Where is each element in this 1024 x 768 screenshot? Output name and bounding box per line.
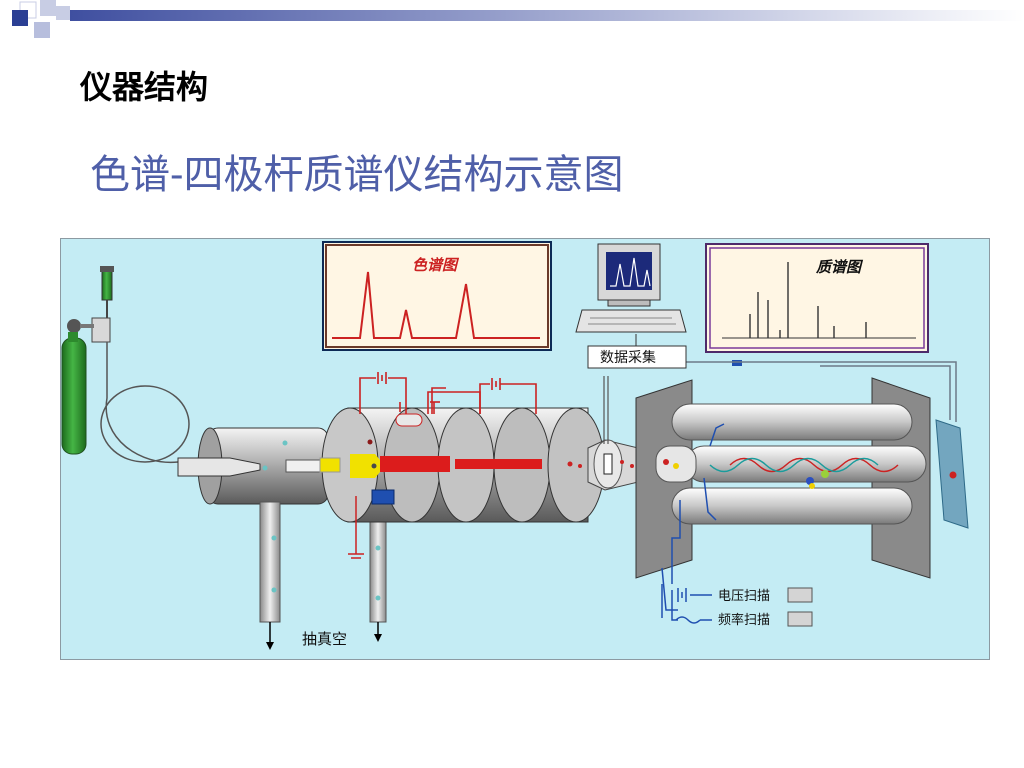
data-acquisition-label: 数据采集 <box>600 349 656 366</box>
vacuum-label: 抽真空 <box>302 630 347 648</box>
ion-exit-nozzle <box>567 439 639 491</box>
vacuum-pipes <box>259 501 387 650</box>
slide-heading: 仪器结构 <box>80 68 209 106</box>
ion-source-lens-stack <box>319 407 605 559</box>
interface-chamber <box>177 427 329 505</box>
carrier-gas-cylinder <box>61 266 114 455</box>
frequency-scan-label: 频率扫描 <box>718 612 770 628</box>
ion-detector <box>732 360 969 529</box>
data-acquisition-system: 数据采集 <box>575 243 820 444</box>
lens-power-supplies <box>359 372 537 414</box>
chromatogram-title: 色谱图 <box>412 256 460 274</box>
voltage-scan-button[interactable] <box>787 587 813 603</box>
slide-subtitle: 色谱-四极杆质谱仪结构示意图 <box>90 152 624 198</box>
frequency-scan-button[interactable] <box>787 611 813 627</box>
quadrupole-analyzer <box>635 377 931 579</box>
chromatogram-panel: 色谱图 <box>322 241 552 351</box>
mass-spectrum-panel: 质谱图 <box>705 243 929 353</box>
corner-decoration <box>12 0 1024 38</box>
mass-spectrum-title: 质谱图 <box>815 258 864 276</box>
rod-control-wiring <box>661 423 725 624</box>
voltage-scan-label: 电压扫描 <box>718 589 770 604</box>
gc-ms-diagram: 抽真空 <box>60 238 990 660</box>
